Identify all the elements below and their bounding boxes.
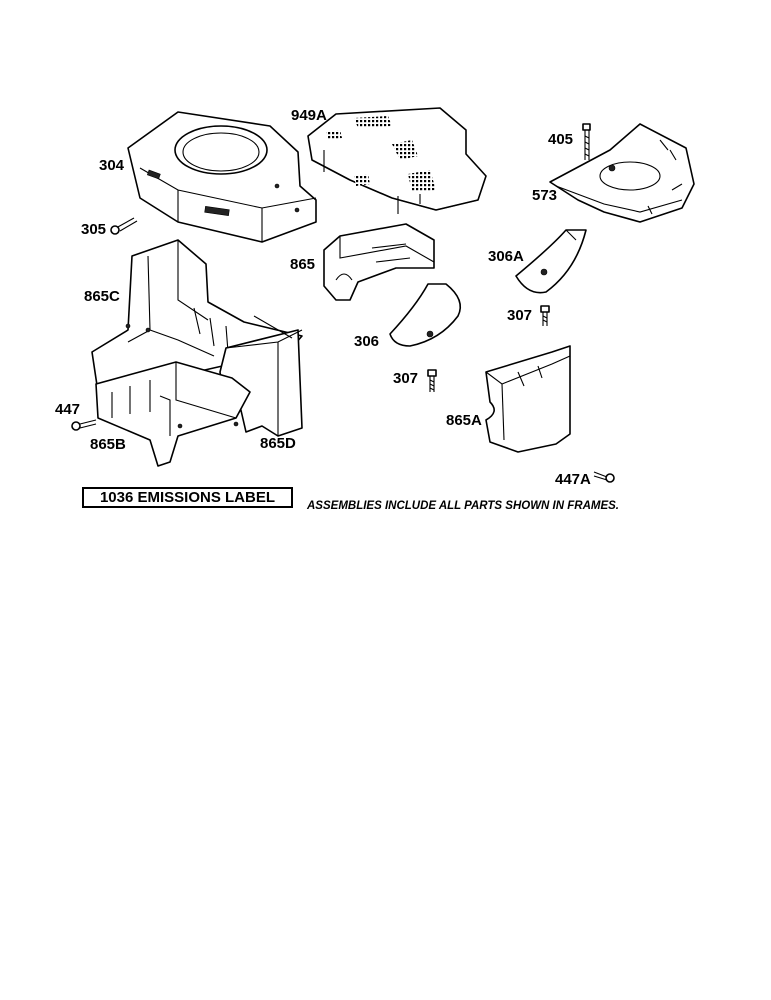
part-865-bracket: [323, 223, 435, 301]
part-306A-shield: [515, 229, 587, 294]
label-865A: 865A: [446, 412, 482, 429]
part-307-screw-upper: [540, 305, 550, 326]
part-405-bolt: [582, 123, 591, 160]
part-306-shield: [389, 283, 462, 347]
label-305: 305: [81, 221, 107, 238]
label-306: 306: [354, 333, 380, 350]
label-865C: 865C: [84, 288, 120, 305]
label-447: 447: [55, 401, 81, 418]
part-573-guard: [549, 123, 695, 223]
label-304: 304: [99, 157, 125, 174]
emissions-label-frame: 1036 EMISSIONS LABEL: [82, 487, 293, 508]
part-949A-cover: [307, 107, 487, 214]
part-865B-baffle: [95, 361, 251, 467]
part-305-screw: [110, 217, 138, 235]
part-865A-bracket: [485, 345, 571, 453]
label-865D: 865D: [260, 435, 296, 452]
label-447A: 447A: [555, 471, 591, 488]
label-307-upper: 307: [507, 307, 533, 324]
assemblies-note: ASSEMBLIES INCLUDE ALL PARTS SHOWN IN FR…: [307, 500, 620, 512]
part-447-screw: [71, 419, 97, 431]
part-307-screw-lower: [427, 369, 437, 392]
label-573: 573: [532, 187, 558, 204]
part-304-blower-housing: [127, 111, 317, 243]
part-447A-screw: [593, 471, 615, 483]
label-405: 405: [548, 131, 574, 148]
label-865: 865: [290, 256, 316, 273]
label-307-lower: 307: [393, 370, 419, 387]
label-949A: 949A: [291, 107, 327, 124]
label-306A: 306A: [488, 248, 524, 265]
label-865B: 865B: [90, 436, 126, 453]
